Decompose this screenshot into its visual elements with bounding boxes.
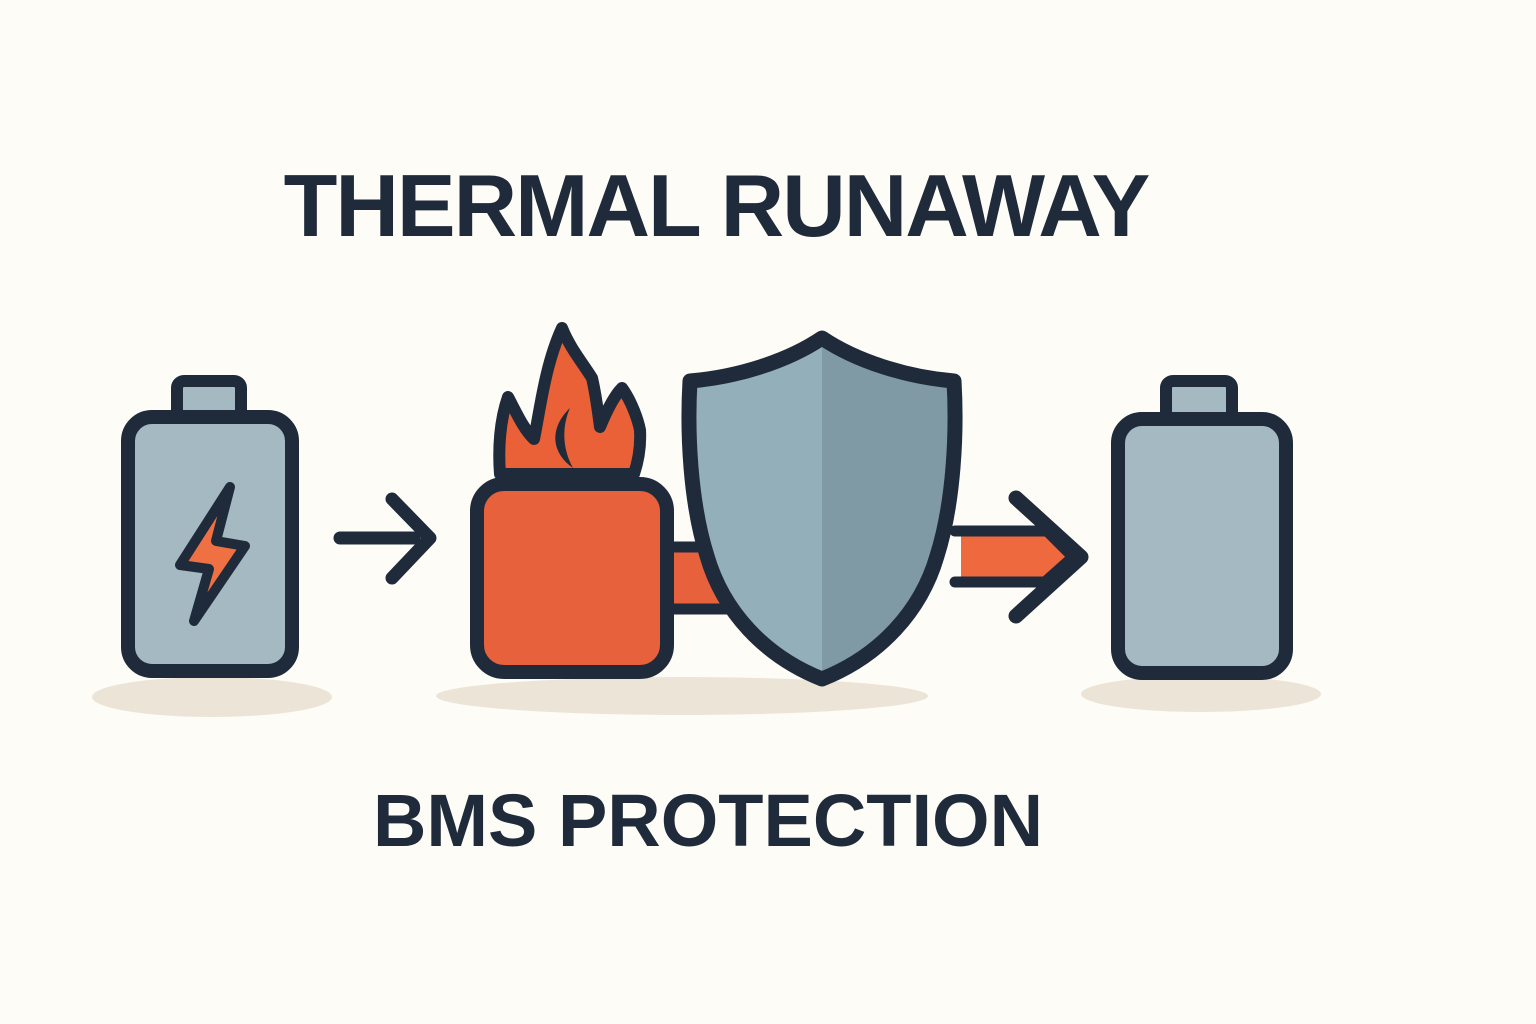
shadow-right	[1081, 676, 1321, 712]
battery-body	[1111, 412, 1293, 680]
protected-arrow-outline	[949, 525, 1079, 588]
safe-battery-icon	[1111, 375, 1293, 680]
shadow-center	[436, 677, 928, 715]
charged-battery-icon	[121, 375, 299, 678]
flame-inner-crescent	[555, 408, 573, 468]
shield-left-half	[688, 338, 822, 679]
caption-text: BMS PROTECTION	[373, 779, 1043, 862]
arrow-head	[385, 492, 437, 585]
shield-right-half	[822, 338, 956, 679]
cell-body	[470, 477, 674, 679]
flame-icon	[493, 322, 647, 480]
shield-outline	[681, 330, 963, 687]
burning-cell-icon	[470, 322, 674, 679]
lightning-bolt-icon	[175, 482, 250, 626]
shadow-left	[92, 677, 332, 717]
shield-icon	[681, 330, 963, 687]
page-title: THERMAL RUNAWAY	[284, 156, 1150, 255]
protected-arrow-icon	[949, 490, 1089, 624]
ground-shadows	[92, 676, 1321, 717]
protected-arrow-head	[1008, 490, 1089, 624]
protected-arrow-body	[961, 536, 1068, 578]
flow-arrow-icon	[333, 492, 437, 585]
